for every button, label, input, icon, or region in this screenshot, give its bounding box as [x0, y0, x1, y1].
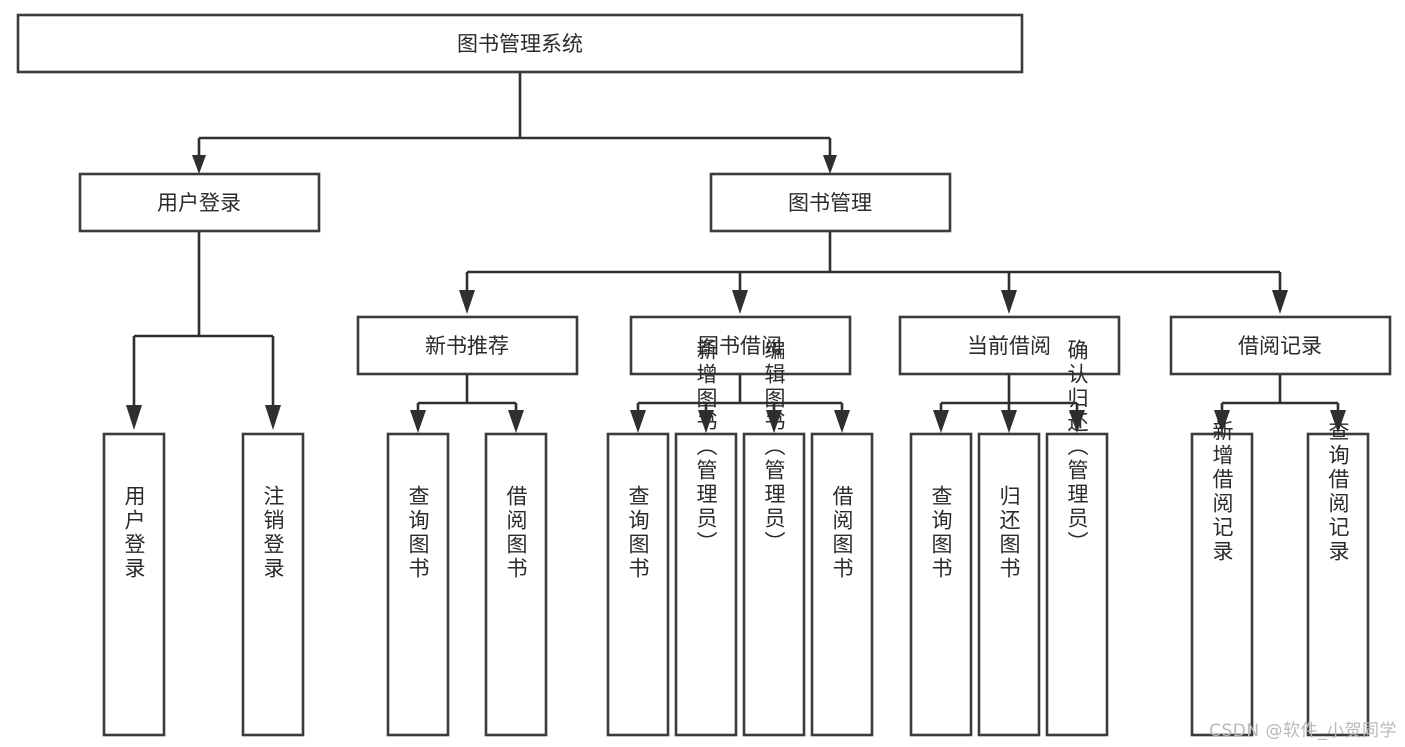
arrow-head-leaf-user-logout — [265, 405, 281, 430]
connector-group-borrow-to-leaves — [630, 374, 850, 433]
arrow-head-leaf-query-book-3 — [933, 410, 949, 433]
node-leaf-borrow-book-2[interactable]: 借阅图书 — [810, 432, 874, 737]
node-leaf-return-book-label: 归还图书 — [997, 485, 1021, 581]
arrow-head-records — [1272, 290, 1288, 314]
node-leaf-user-logout-label: 注销登录 — [261, 485, 285, 581]
connector-group-login-to-leaves — [126, 231, 281, 430]
connector-borrow-branch — [636, 374, 844, 412]
node-leaf-query-record-label: 查询借阅记录 — [1326, 420, 1350, 564]
connector-root-branch — [197, 72, 832, 155]
connector-group-root-to-level2 — [192, 72, 837, 174]
node-leaf-add-book-box[interactable] — [674, 432, 738, 737]
node-leaf-add-book-label: 新增图书（管理员） — [694, 339, 718, 555]
node-leaf-user-logout[interactable]: 注销登录 — [241, 432, 305, 737]
arrow-head-leaf-query-book-1 — [410, 410, 426, 433]
node-login-label: 用户登录 — [157, 191, 241, 215]
arrow-head-leaf-borrow-book-2 — [834, 410, 850, 433]
arrow-head-leaf-borrow-book-1 — [508, 410, 524, 433]
node-leaf-add-record-label: 新增借阅记录 — [1210, 420, 1234, 564]
node-leaf-query-book-3[interactable]: 查询图书 — [909, 432, 973, 737]
node-leaf-user-logout-box[interactable] — [241, 432, 305, 737]
node-leaf-return-book[interactable]: 归还图书 — [977, 432, 1041, 737]
node-leaf-query-book-1[interactable]: 查询图书 — [386, 432, 450, 737]
node-leaf-edit-book-box[interactable] — [742, 432, 806, 737]
node-leaf-borrow-book-1-label: 借阅图书 — [504, 485, 528, 581]
node-leaf-user-login[interactable]: 用户登录 — [102, 432, 166, 737]
connector-current-branch — [939, 374, 1079, 412]
connector-group-newbook-to-leaves — [410, 374, 524, 433]
node-leaf-query-book-2-box[interactable] — [606, 432, 670, 737]
node-login[interactable]: 用户登录 — [78, 172, 321, 233]
connector-group-records-to-leaves — [1214, 374, 1346, 433]
node-leaf-confirm-return-label: 确认归还（管理员） — [1065, 339, 1089, 555]
node-leaf-edit-book-label: 编辑图书（管理员） — [762, 339, 786, 555]
node-leaf-add-book[interactable]: 新增图书（管理员） — [674, 339, 738, 737]
node-leaf-borrow-book-1[interactable]: 借阅图书 — [484, 432, 548, 737]
arrow-head-leaf-edit-book — [766, 410, 782, 433]
arrow-head-leaf-return-book — [1001, 410, 1017, 433]
node-newbook[interactable]: 新书推荐 — [356, 315, 579, 376]
arrow-head-login — [192, 155, 206, 174]
node-leaf-query-book-3-label: 查询图书 — [929, 485, 953, 581]
arrow-head-leaf-add-record — [1214, 410, 1230, 433]
node-borrow-box[interactable] — [629, 315, 852, 376]
node-newbook-label: 新书推荐 — [425, 334, 509, 358]
arrow-head-borrow — [732, 290, 748, 314]
node-leaf-confirm-return-box[interactable] — [1045, 432, 1109, 737]
node-leaf-edit-book[interactable]: 编辑图书（管理员） — [742, 339, 806, 737]
connector-newbook-branch — [416, 374, 518, 412]
node-root[interactable]: 图书管理系统 — [16, 13, 1024, 74]
arrow-head-bookmgmt — [823, 155, 837, 174]
node-leaf-query-book-2[interactable]: 查询图书 — [606, 432, 670, 737]
node-bookmgmt-box[interactable] — [709, 172, 952, 233]
node-records[interactable]: 借阅记录 — [1169, 315, 1392, 376]
node-leaf-borrow-book-2-label: 借阅图书 — [830, 485, 854, 581]
node-current-box[interactable] — [898, 315, 1121, 376]
arrow-head-leaf-add-book — [698, 410, 714, 433]
node-bookmgmt[interactable]: 图书管理 — [709, 172, 952, 233]
node-leaf-query-book-1-label: 查询图书 — [406, 485, 430, 581]
node-current-label: 当前借阅 — [967, 334, 1051, 358]
node-leaf-add-record[interactable]: 新增借阅记录 — [1190, 420, 1254, 737]
node-borrow[interactable]: 图书借阅 — [629, 315, 852, 376]
node-leaf-user-login-box[interactable] — [102, 432, 166, 737]
node-leaf-confirm-return[interactable]: 确认归还（管理员） — [1045, 339, 1109, 737]
node-login-box[interactable] — [78, 172, 321, 233]
node-leaf-borrow-book-2-box[interactable] — [810, 432, 874, 737]
node-bookmgmt-label: 图书管理 — [788, 191, 872, 215]
arrow-head-current — [1001, 290, 1017, 314]
node-newbook-box[interactable] — [356, 315, 579, 376]
node-leaf-query-book-1-box[interactable] — [386, 432, 450, 737]
node-leaf-query-record[interactable]: 查询借阅记录 — [1306, 420, 1370, 737]
node-leaf-user-login-label: 用户登录 — [122, 485, 146, 581]
node-leaf-return-book-box[interactable] — [977, 432, 1041, 737]
node-leaf-borrow-book-1-box[interactable] — [484, 432, 548, 737]
node-leaf-add-record-box[interactable] — [1190, 432, 1254, 737]
node-current[interactable]: 当前借阅 — [898, 315, 1121, 376]
arrow-head-leaf-query-book-2 — [630, 410, 646, 433]
arrow-head-leaf-query-record — [1330, 410, 1346, 433]
connector-group-bookmgmt-to-level3 — [459, 231, 1288, 314]
node-leaf-query-record-box[interactable] — [1306, 432, 1370, 737]
arrow-head-leaf-confirm-return — [1069, 410, 1085, 433]
node-records-label: 借阅记录 — [1238, 334, 1322, 358]
watermark-text: CSDN @软件_小贺同学 — [1209, 721, 1397, 741]
connector-bookmgmt-branch — [465, 231, 1282, 290]
node-leaf-query-book-2-label: 查询图书 — [626, 485, 650, 581]
node-root-box[interactable] — [16, 13, 1024, 74]
node-records-box[interactable] — [1169, 315, 1392, 376]
arrow-head-leaf-user-login — [126, 405, 142, 430]
connector-group-current-to-leaves — [933, 374, 1085, 433]
connector-records-branch — [1220, 374, 1340, 412]
node-root-label: 图书管理系统 — [457, 32, 583, 56]
node-borrow-label: 图书借阅 — [698, 334, 782, 358]
connector-login-branch — [132, 231, 275, 405]
node-leaf-query-book-3-box[interactable] — [909, 432, 973, 737]
arrow-head-newbook — [459, 290, 475, 314]
